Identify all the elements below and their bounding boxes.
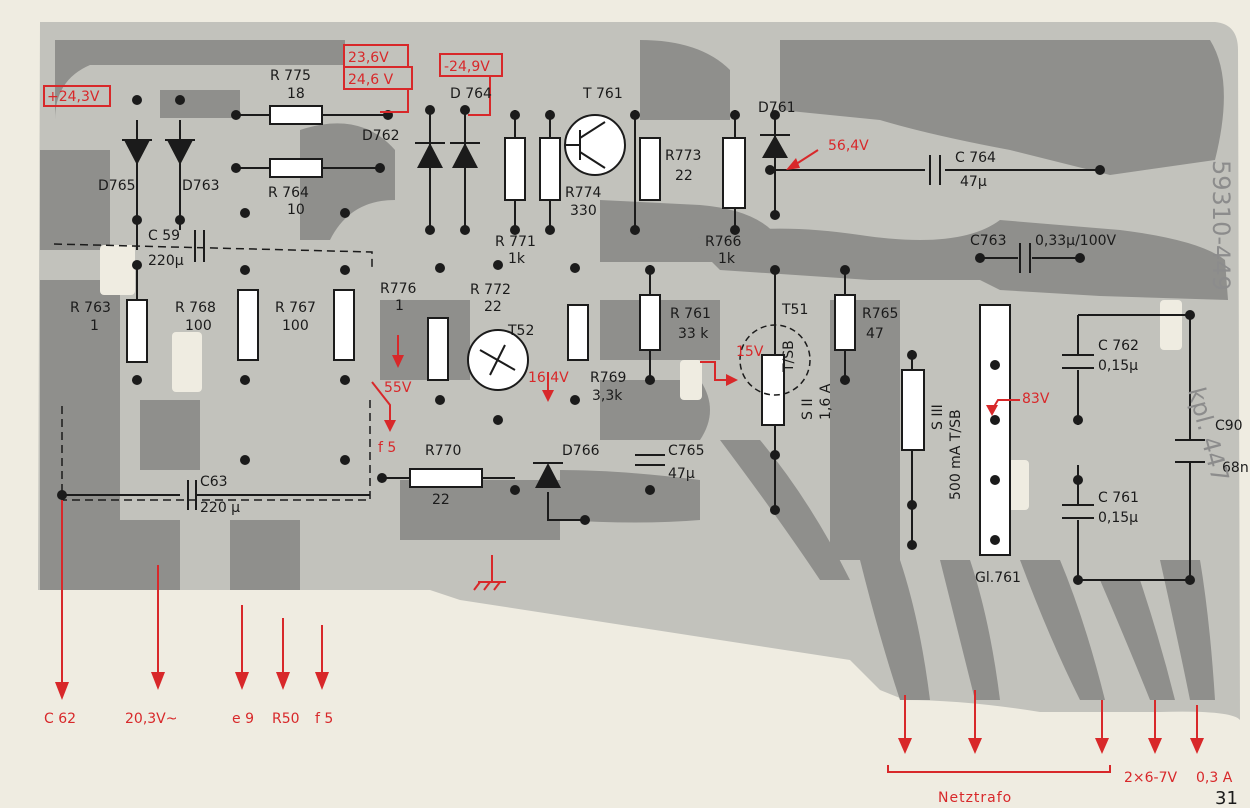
svg-text:22: 22 — [432, 492, 450, 508]
svg-text:C 762: C 762 — [1098, 338, 1139, 354]
svg-text:100: 100 — [282, 318, 309, 334]
svg-text:D761: D761 — [758, 100, 796, 116]
svg-text:T/SB: T/SB — [781, 340, 797, 373]
svg-text:0,15µ: 0,15µ — [1098, 358, 1138, 374]
svg-text:R 772: R 772 — [470, 282, 511, 298]
svg-text:22: 22 — [484, 299, 502, 315]
svg-text:500 mA T/SB: 500 mA T/SB — [948, 409, 964, 500]
svg-text:C63: C63 — [200, 474, 228, 490]
svg-text:0,33µ/100V: 0,33µ/100V — [1035, 233, 1117, 249]
svg-text:R 764: R 764 — [268, 185, 309, 201]
resistors — [126, 105, 1011, 556]
svg-text:0,3 A: 0,3 A — [1196, 770, 1233, 786]
svg-text:1,6 A: 1,6 A — [818, 383, 834, 420]
svg-text:R766: R766 — [705, 234, 742, 250]
svg-text:330: 330 — [570, 203, 597, 219]
solder-points — [57, 95, 1195, 585]
svg-text:S III: S III — [930, 404, 946, 430]
capacitors — [187, 155, 1205, 519]
svg-text:C765: C765 — [668, 443, 705, 459]
svg-text:1: 1 — [395, 298, 404, 314]
svg-text:Netztrafo: Netztrafo — [938, 790, 1012, 806]
svg-text:18: 18 — [287, 86, 305, 102]
svg-text:D762: D762 — [362, 128, 400, 144]
svg-text:1: 1 — [90, 318, 99, 334]
svg-text:1k: 1k — [718, 251, 736, 267]
svg-text:47µ: 47µ — [668, 466, 695, 482]
svg-text:D765: D765 — [98, 178, 136, 194]
svg-text:10: 10 — [287, 202, 305, 218]
svg-text:R 768: R 768 — [175, 300, 216, 316]
svg-text:Gl.761: Gl.761 — [975, 570, 1021, 586]
svg-text:f 5: f 5 — [315, 711, 333, 727]
voltage-label-24-6: 24,6 V — [348, 72, 394, 88]
svg-text:R769: R769 — [590, 370, 626, 386]
svg-text:R 767: R 767 — [275, 300, 316, 316]
svg-text:R 763: R 763 — [70, 300, 111, 316]
svg-text:R 775: R 775 — [270, 68, 311, 84]
diodes — [122, 134, 790, 488]
svg-text:220 µ: 220 µ — [200, 500, 240, 516]
voltage-label-15: 15V — [736, 344, 764, 360]
svg-text:220µ: 220µ — [148, 253, 184, 269]
voltage-label-55: 55V — [384, 380, 412, 396]
svg-text:22: 22 — [675, 168, 693, 184]
svg-text:C 62: C 62 — [44, 711, 76, 727]
svg-text:T52: T52 — [507, 323, 534, 339]
svg-text:C 59: C 59 — [148, 228, 180, 244]
voltage-boxes — [43, 44, 503, 116]
svg-text:47µ: 47µ — [960, 174, 987, 190]
voltage-label-23-6: 23,6V — [348, 50, 389, 66]
label-f5-inner: f 5 — [378, 440, 396, 456]
svg-text:D763: D763 — [182, 178, 220, 194]
transistors — [467, 114, 811, 396]
voltage-label-d761: 56,4V — [828, 138, 869, 154]
svg-text:2×6-7V: 2×6-7V — [1124, 770, 1178, 786]
svg-text:R770: R770 — [425, 443, 461, 459]
svg-text:47: 47 — [866, 326, 884, 342]
side-code-text: 59310-449 — [1207, 160, 1235, 291]
svg-text:3,3k: 3,3k — [592, 388, 623, 404]
page-number: 31 — [1215, 788, 1238, 808]
ground-symbol — [473, 555, 506, 591]
svg-text:R50: R50 — [272, 711, 300, 727]
svg-text:T 761: T 761 — [582, 86, 623, 102]
svg-text:C 761: C 761 — [1098, 490, 1139, 506]
voltage-label-d764: -24,9V — [444, 59, 490, 75]
voltage-label-d765: +24,3V — [47, 89, 100, 105]
svg-text:0,15µ: 0,15µ — [1098, 510, 1138, 526]
dashed-outline-c59 — [53, 243, 373, 501]
board-holes — [45, 245, 1182, 615]
voltage-label-16-4: 16,4V — [528, 370, 569, 386]
arrows — [55, 149, 1204, 773]
svg-text:T51: T51 — [781, 302, 808, 318]
svg-text:68n: 68n — [1222, 460, 1249, 476]
svg-text:R765: R765 — [862, 306, 898, 322]
connection-labels: C 62 20,3V~ e 9 R50 f 5 Netztrafo 2×6-7V… — [44, 711, 1233, 806]
svg-text:C763: C763 — [970, 233, 1007, 249]
svg-text:1k: 1k — [508, 251, 526, 267]
svg-text:e 9: e 9 — [232, 711, 254, 727]
svg-text:D766: D766 — [562, 443, 600, 459]
svg-text:33 k: 33 k — [678, 326, 709, 342]
circuit-wires — [62, 110, 1191, 581]
svg-text:100: 100 — [185, 318, 212, 334]
svg-text:C90: C90 — [1215, 418, 1243, 434]
svg-text:D 764: D 764 — [450, 86, 492, 102]
svg-text:R773: R773 — [665, 148, 701, 164]
svg-text:S II: S II — [800, 398, 816, 420]
svg-text:20,3V~: 20,3V~ — [125, 711, 177, 727]
voltage-label-83: 83V — [1022, 391, 1050, 407]
svg-text:R776: R776 — [380, 281, 417, 297]
svg-text:R774: R774 — [565, 185, 602, 201]
component-labels: D765 D763 R 775 18 D762 D 764 R 764 10 T… — [70, 68, 1249, 586]
svg-text:R 761: R 761 — [670, 306, 711, 322]
svg-text:C 764: C 764 — [955, 150, 996, 166]
svg-text:R 771: R 771 — [495, 234, 536, 250]
